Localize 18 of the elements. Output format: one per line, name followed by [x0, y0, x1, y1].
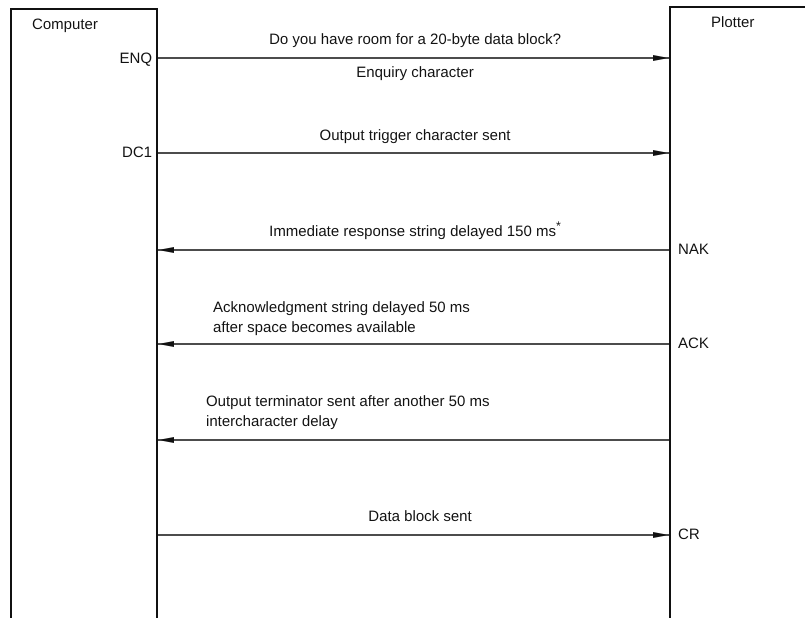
message-arrow — [158, 532, 669, 538]
signal-name: ENQ — [119, 50, 152, 67]
participant-title: Plotter — [711, 14, 754, 31]
participant-box — [10, 8, 158, 618]
signal-name: NAK — [678, 241, 709, 258]
signal-name: CR — [678, 526, 700, 543]
participant-box — [669, 6, 805, 618]
message-arrow — [158, 341, 669, 347]
message-arrow — [158, 55, 669, 61]
message-arrow — [158, 247, 669, 253]
message-arrow — [158, 437, 669, 443]
signal-name: DC1 — [122, 144, 152, 161]
signal-name: ACK — [678, 335, 709, 352]
signal-description: Enquiry character — [356, 64, 474, 81]
edge-label: Do you have room for a 20-byte data block? — [269, 30, 561, 50]
participant-title: Computer — [32, 16, 98, 33]
edge-label: Output trigger character sent — [320, 126, 510, 146]
message-arrow — [158, 150, 669, 156]
